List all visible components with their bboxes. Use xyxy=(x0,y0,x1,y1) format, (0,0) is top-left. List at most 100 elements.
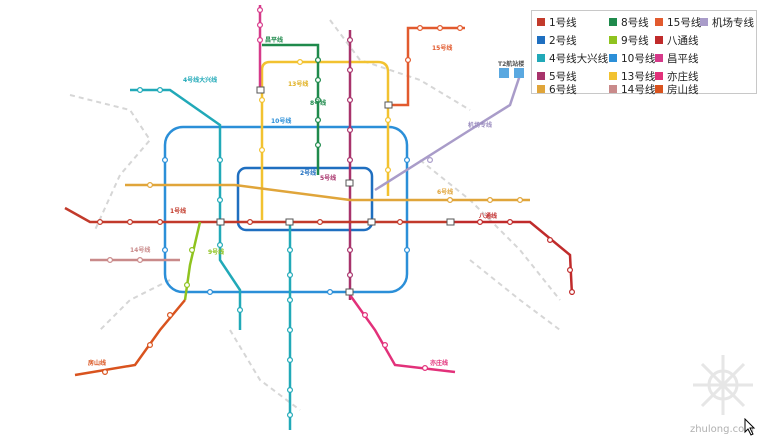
legend-label: 机场专线 xyxy=(712,16,754,29)
legend-item: 5号线 xyxy=(537,68,577,84)
label-fangshan: 房山线 xyxy=(88,359,106,367)
label-line1: 1号线 xyxy=(170,207,186,215)
station xyxy=(397,219,404,226)
station xyxy=(457,25,464,32)
legend-item: 4号线大兴线 xyxy=(537,50,608,66)
legend-item: 8号线 xyxy=(609,14,649,30)
line-15 xyxy=(388,26,465,107)
legend-label: 15号线 xyxy=(667,16,702,29)
line-10-ring xyxy=(163,125,409,294)
station xyxy=(101,369,108,376)
legend-label: 14号线 xyxy=(621,83,656,96)
legend-swatch xyxy=(537,85,545,93)
planned-line-west xyxy=(69,94,152,231)
mouse-cursor-icon xyxy=(744,418,756,436)
planned-line-southwest xyxy=(99,279,171,331)
watermark-text: zhulong.com xyxy=(689,424,754,435)
legend-label: 八通线 xyxy=(667,34,699,47)
label-airport: 机场专线 xyxy=(468,121,492,129)
station xyxy=(487,197,494,204)
station xyxy=(96,219,103,226)
legend-label: 房山线 xyxy=(667,83,699,96)
legend-item: 亦庄线 xyxy=(655,68,699,84)
station xyxy=(184,282,191,289)
station xyxy=(287,387,294,394)
interchange xyxy=(345,179,354,187)
legend-label: 4号线大兴线 xyxy=(549,52,609,65)
legend: 1号线 8号线 15号线 机场专线 2号线 9号线 八通线 4号线大兴线 10号… xyxy=(531,10,757,97)
legend-item: 14号线 xyxy=(609,81,655,97)
station xyxy=(347,96,354,103)
label-line5: 5号线 xyxy=(320,174,336,182)
station xyxy=(347,36,354,43)
station xyxy=(417,25,424,32)
interchange xyxy=(216,218,225,226)
station xyxy=(347,272,354,279)
interchange xyxy=(384,101,393,109)
line-9 xyxy=(183,221,202,301)
station xyxy=(137,86,144,93)
station xyxy=(317,219,324,226)
station xyxy=(217,157,224,164)
station xyxy=(247,219,254,226)
station xyxy=(385,167,392,174)
label-line4: 4号线大兴线 xyxy=(183,76,217,84)
station xyxy=(259,147,266,154)
station xyxy=(437,25,444,32)
station xyxy=(287,357,294,364)
station xyxy=(566,267,573,274)
interchanges xyxy=(216,86,455,296)
station xyxy=(347,157,354,164)
station xyxy=(287,297,294,304)
station xyxy=(147,182,154,189)
station xyxy=(427,157,434,164)
station xyxy=(404,247,411,254)
label-yizhuang: 亦庄线 xyxy=(430,359,448,367)
planned-line-southeast xyxy=(469,259,561,331)
station xyxy=(207,289,214,296)
label-line2: 2号线 xyxy=(300,169,316,177)
legend-item: 13号线 xyxy=(609,68,655,84)
legend-item: 6号线 xyxy=(537,81,577,97)
line-13 xyxy=(260,60,390,220)
legend-item: 八通线 xyxy=(655,32,699,48)
station xyxy=(257,36,264,43)
station xyxy=(287,412,294,419)
station xyxy=(147,342,154,349)
label-line9: 9号线 xyxy=(208,248,224,256)
station xyxy=(385,116,392,123)
legend-label: 6号线 xyxy=(549,83,577,96)
station xyxy=(568,289,575,296)
legend-swatch xyxy=(537,36,545,44)
line-6 xyxy=(125,183,530,202)
label-line6: 6号线 xyxy=(437,188,453,196)
legend-item: 昌平线 xyxy=(655,50,699,66)
station xyxy=(516,197,523,204)
planned-lines xyxy=(69,19,561,411)
label-line8: 8号线 xyxy=(310,99,326,107)
station xyxy=(237,307,244,314)
station xyxy=(546,237,553,244)
station xyxy=(287,247,294,254)
station xyxy=(287,272,294,279)
station xyxy=(257,22,264,29)
legend-swatch xyxy=(537,72,545,80)
line-1 xyxy=(64,206,450,224)
station xyxy=(422,365,429,372)
label-airport-terminals: T2航站楼 xyxy=(498,60,524,68)
station xyxy=(405,56,412,63)
legend-label: 昌平线 xyxy=(667,52,699,65)
station xyxy=(217,197,224,204)
line-4-daxing xyxy=(130,88,242,330)
legend-label: 2号线 xyxy=(549,34,577,47)
station xyxy=(507,219,514,226)
station xyxy=(327,289,334,296)
legend-swatch xyxy=(655,85,663,93)
legend-swatch xyxy=(609,54,617,62)
station xyxy=(162,247,169,254)
legend-label: 5号线 xyxy=(549,70,577,83)
legend-swatch xyxy=(655,36,663,44)
planned-line-east xyxy=(419,159,561,301)
interchange xyxy=(446,218,455,226)
